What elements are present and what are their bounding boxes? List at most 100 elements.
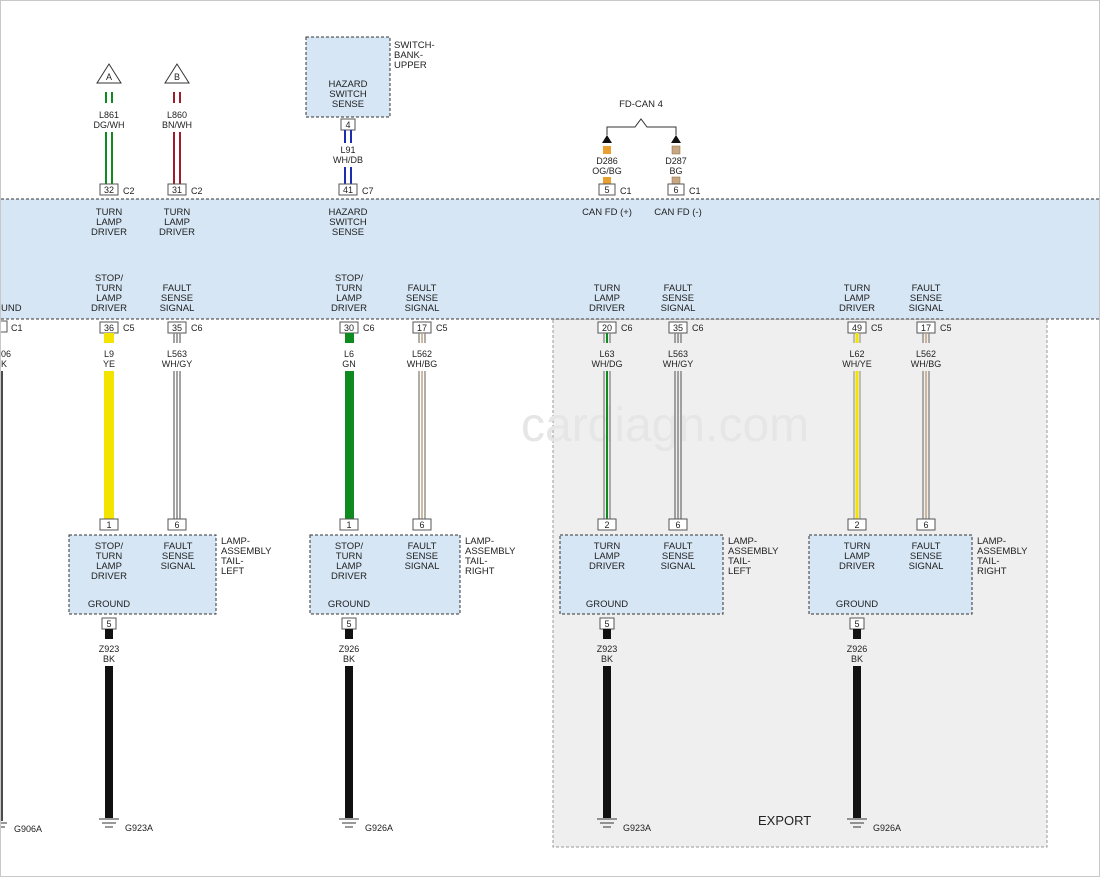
svg-text:1: 1 <box>346 520 351 530</box>
wire-color-l861: DG/WH <box>94 120 125 130</box>
svg-text:CAN FD (+): CAN FD (+) <box>582 207 632 218</box>
svg-text:WH/DG: WH/DG <box>592 359 623 369</box>
svg-text:L562: L562 <box>412 349 432 359</box>
wire-l562-a <box>418 333 426 519</box>
svg-text:C5: C5 <box>123 323 135 333</box>
svg-text:LAMP: LAMP <box>844 551 870 562</box>
svg-text:C5: C5 <box>436 323 448 333</box>
svg-text:SIGNAL: SIGNAL <box>161 561 196 572</box>
pin-box-35b: 35 <box>668 321 688 334</box>
svg-text:20: 20 <box>602 323 612 333</box>
svg-text:31: 31 <box>172 185 182 195</box>
svg-text:WH/GY: WH/GY <box>162 359 193 369</box>
svg-text:OG/BG: OG/BG <box>592 166 622 176</box>
svg-text:GROUND: GROUND <box>586 599 628 610</box>
svg-text:CAN FD (-): CAN FD (-) <box>654 207 702 218</box>
switch-bank-upper: HAZARD SWITCH SENSE <box>305 36 391 118</box>
pin-box-35: 35 <box>167 321 187 334</box>
wire-color-l860: BN/WH <box>162 120 192 130</box>
svg-text:SENSE: SENSE <box>332 99 364 110</box>
svg-text:5: 5 <box>604 619 609 629</box>
svg-text:TURN: TURN <box>96 551 123 562</box>
svg-text:DRIVER: DRIVER <box>331 303 367 314</box>
ground-wire-z926-b: 5 Z926 BK G926A <box>847 617 901 833</box>
svg-text:WH/BG: WH/BG <box>911 359 942 369</box>
lamp-assembly-tail-left-2: 2 6 TURN LAMP DRIVER FAULT SENSE SIGNAL … <box>559 518 724 615</box>
pin-box-17b: 17 <box>916 321 936 334</box>
wire-l62 <box>853 333 861 519</box>
svg-text:LAMP: LAMP <box>336 561 362 572</box>
ground-wire-z923-b: 5 Z923 BK G923A <box>597 617 651 833</box>
svg-text:DRIVER: DRIVER <box>839 303 875 314</box>
wire-l63 <box>603 333 611 519</box>
svg-text:B: B <box>174 72 180 82</box>
svg-text:HAZARD: HAZARD <box>328 207 367 218</box>
svg-text:WH/BG: WH/BG <box>407 359 438 369</box>
svg-text:ASSEMBLY: ASSEMBLY <box>977 546 1028 557</box>
svg-text:FAULT: FAULT <box>664 283 693 294</box>
svg-text:BK: BK <box>851 654 863 664</box>
svg-text:G926A: G926A <box>873 823 901 833</box>
connector-triangle-b: B <box>164 63 190 84</box>
svg-text:6: 6 <box>419 520 424 530</box>
svg-text:TURN: TURN <box>96 207 123 218</box>
svg-text:G923A: G923A <box>623 823 651 833</box>
pin-box-30: 30 <box>339 321 359 334</box>
svg-text:DRIVER: DRIVER <box>589 561 625 572</box>
svg-text:36: 36 <box>104 323 114 333</box>
svg-text:DRIVER: DRIVER <box>331 571 367 582</box>
svg-text:32: 32 <box>104 185 114 195</box>
svg-text:L6: L6 <box>344 349 354 359</box>
svg-text:C1: C1 <box>11 323 23 333</box>
svg-text:L563: L563 <box>167 349 187 359</box>
pin-box-32: 32 <box>99 183 119 196</box>
wire-label-l861: L861 <box>99 110 119 120</box>
svg-text:K: K <box>1 359 7 369</box>
svg-text:6: 6 <box>673 185 678 195</box>
svg-text:FAULT: FAULT <box>912 283 941 294</box>
svg-text:SENSE: SENSE <box>662 293 694 304</box>
pin-box-6: 6 <box>667 183 685 196</box>
can-title: FD-CAN 4 <box>619 99 663 110</box>
wire-l563-b <box>674 333 682 519</box>
svg-text:TAIL-: TAIL- <box>728 556 751 567</box>
pin-box-20: 20 <box>597 321 617 334</box>
svg-text:BK: BK <box>601 654 613 664</box>
svg-text:SIGNAL: SIGNAL <box>909 561 944 572</box>
svg-text:GROUND: GROUND <box>836 599 878 610</box>
svg-text:TAIL-: TAIL- <box>221 556 244 567</box>
svg-text:RIGHT: RIGHT <box>465 566 495 577</box>
svg-text:G926A: G926A <box>365 823 393 833</box>
svg-text:Z926: Z926 <box>847 644 868 654</box>
svg-text:SWITCH: SWITCH <box>329 89 367 100</box>
svg-text:STOP/: STOP/ <box>335 273 364 284</box>
svg-text:DRIVER: DRIVER <box>91 227 127 238</box>
svg-text:C6: C6 <box>363 323 375 333</box>
pin-box-49: 49 <box>847 321 867 334</box>
svg-text:SIGNAL: SIGNAL <box>405 561 440 572</box>
svg-text:C6: C6 <box>191 323 203 333</box>
svg-text:GN: GN <box>342 359 356 369</box>
svg-text:C6: C6 <box>692 323 704 333</box>
svg-text:BG: BG <box>669 166 682 176</box>
svg-text:SWITCH-: SWITCH- <box>394 40 435 51</box>
pin-box-36: 36 <box>99 321 119 334</box>
can-brace <box>606 118 677 135</box>
svg-text:17: 17 <box>921 323 931 333</box>
svg-text:TURN: TURN <box>96 283 123 294</box>
svg-text:FAULT: FAULT <box>408 283 437 294</box>
svg-text:SIGNAL: SIGNAL <box>909 303 944 314</box>
wire-l9 <box>104 333 114 343</box>
wire-l562-b <box>922 333 930 519</box>
svg-text:RIGHT: RIGHT <box>977 566 1007 577</box>
lamp-assembly-tail-left-1: 1 6 STOP/ TURN LAMP DRIVER FAULT SENSE S… <box>68 518 217 615</box>
svg-text:Z923: Z923 <box>99 644 120 654</box>
svg-text:C1: C1 <box>689 186 701 196</box>
svg-text:6: 6 <box>923 520 928 530</box>
svg-text:5: 5 <box>346 619 351 629</box>
svg-text:LAMP: LAMP <box>96 561 122 572</box>
svg-text:GROUND: GROUND <box>328 599 370 610</box>
svg-text:LAMP: LAMP <box>96 217 122 228</box>
svg-text:GROUND: GROUND <box>88 599 130 610</box>
connector-triangle-a: A <box>96 63 122 84</box>
